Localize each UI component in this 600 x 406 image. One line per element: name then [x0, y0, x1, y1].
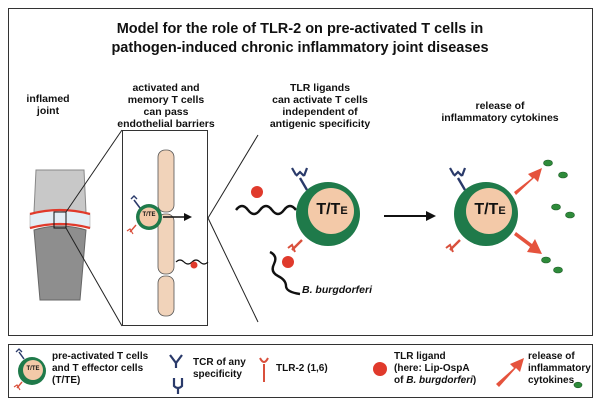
- label-tlr-ligands: TLR ligands can activate T cells indepen…: [269, 82, 371, 131]
- t-cell-large: [287, 167, 360, 253]
- legend-cytokine-text: release of inflammatory cytokines: [528, 351, 591, 386]
- diagram-title: Model for the role of TLR-2 on pre-activ…: [0, 20, 600, 58]
- title-line-1: Model for the role of TLR-2 on pre-activ…: [116, 21, 484, 37]
- legend-panel: [8, 344, 593, 398]
- zoom-line-right-bottom: [207, 217, 259, 323]
- endothelial-barrier: [157, 149, 175, 317]
- pathogen-upper: [235, 204, 297, 216]
- pathogen-lower: [269, 250, 301, 296]
- t-cell-activated: [445, 167, 518, 253]
- legend-cytokine-icon: [573, 381, 583, 389]
- joint-icon: [29, 169, 91, 301]
- legend-tlr2-text: TLR-2 (1,6): [276, 363, 328, 374]
- pathogen-label: B. burgdorferi: [302, 284, 372, 296]
- label-endothelial: activated and memory T cells can pass en…: [117, 82, 215, 131]
- ligand-upper: [251, 186, 263, 198]
- legend-arrow-icon: [496, 358, 524, 387]
- cytokine-icon: [541, 159, 575, 274]
- small-cell-label: T/TE: [142, 212, 156, 218]
- tlr2-icon: [259, 357, 269, 382]
- t-cell-icon: [126, 195, 162, 235]
- release-arrow-down: [514, 232, 542, 254]
- tcr-icon: [169, 354, 184, 394]
- legend-tcell-icon: [13, 348, 46, 391]
- legend-tcr-text: TCR of any specificity: [193, 357, 246, 380]
- ligand-icon: [373, 362, 387, 376]
- legend-tcell-text: pre-activated T cells and T effector cel…: [52, 351, 149, 386]
- label-inflamed-joint: inflamed joint: [26, 93, 70, 118]
- release-arrow-up: [514, 168, 542, 195]
- activated-cell-label: T/TE: [474, 201, 506, 218]
- legend-cell-label: T/TE: [26, 366, 40, 372]
- center-cell-label: T/TE: [316, 201, 348, 218]
- main-panel: [8, 8, 593, 336]
- zoom-line-right-top: [207, 134, 259, 219]
- title-line-2: pathogen-induced chronic inflammatory jo…: [111, 39, 489, 56]
- zoom-box: [122, 130, 208, 326]
- label-release: release of inflammatory cytokines: [441, 100, 559, 125]
- zoom-line-top: [65, 129, 123, 213]
- ligand-lower: [282, 256, 294, 268]
- zoom-line-bottom: [65, 227, 123, 327]
- legend-ligand-text: TLR ligand (here: Lip-OspA of B. burgdor…: [394, 351, 477, 386]
